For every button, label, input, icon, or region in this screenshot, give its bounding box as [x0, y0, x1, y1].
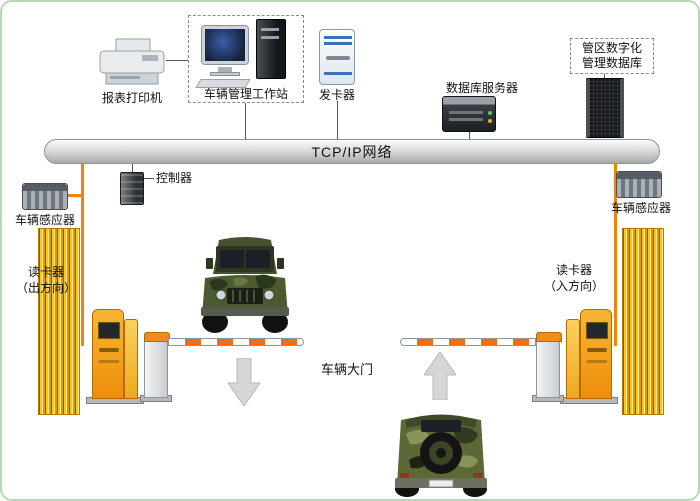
tcpip-network-label: TCP/IP网络 — [311, 143, 393, 160]
exit-barrier-post — [144, 332, 170, 398]
district-db-label-line1: 管区数字化 — [581, 41, 642, 55]
district-db-rack-icon — [586, 78, 624, 138]
vehicle-sensor-right-label: 车辆感应器 — [610, 201, 671, 215]
district-db-label-box: 管区数字化 管理数据库 — [570, 38, 654, 74]
server-bay — [449, 111, 483, 114]
card-reader-entry-label: 读卡器 （入方向） — [538, 262, 610, 294]
connector-line-workstation — [245, 103, 246, 139]
db-server-label: 数据库服务器 — [445, 81, 518, 95]
connector-line-printer — [166, 60, 188, 61]
exit-direction-arrow-down — [227, 357, 261, 407]
server-led-green — [488, 111, 492, 115]
vehicle-sensor-left-label: 车辆感应器 — [14, 213, 75, 227]
entry-direction-arrow-up — [423, 351, 457, 401]
exit-barrier-arm — [168, 338, 304, 346]
outbound-military-jeep — [195, 232, 295, 334]
connector-line-db-server — [469, 132, 470, 139]
printer-graphic — [99, 38, 165, 85]
jeep-rear-graphic — [395, 414, 487, 497]
card-issuer-label: 发卡器 — [318, 88, 355, 102]
inbound-military-jeep — [390, 390, 492, 498]
orange-trunk-left — [81, 164, 84, 346]
card-reader-exit-label: 读卡器 （出方向） — [10, 264, 82, 296]
kiosk-ticket-slot — [99, 360, 119, 363]
server-led-amber — [488, 119, 492, 123]
connector-line-controller-label — [144, 178, 154, 179]
exit-kiosk-side-unit — [124, 319, 138, 399]
monitor-base — [210, 72, 240, 76]
exit-card-reader-kiosk — [92, 309, 124, 399]
database-server-icon — [442, 96, 496, 132]
computer-tower-icon — [256, 19, 286, 79]
connector-line-controller — [132, 164, 133, 172]
entry-card-reader-kiosk — [580, 309, 612, 399]
kiosk-card-slot — [99, 348, 119, 352]
controller-label: 控制器 — [156, 171, 193, 185]
orange-branch-left-sensor — [68, 194, 81, 197]
kiosk-screen — [586, 322, 608, 339]
card-reader-exit-direction: （出方向） — [15, 281, 76, 295]
safety-wall-left — [38, 228, 80, 415]
entry-kiosk-side-unit — [566, 319, 580, 399]
entry-barrier-arm — [400, 338, 536, 346]
orange-trunk-right — [614, 164, 617, 346]
vehicle-sensor-right-icon — [616, 171, 662, 198]
kiosk-card-slot — [587, 348, 607, 352]
safety-wall-right — [622, 228, 664, 415]
monitor-stand — [218, 67, 232, 72]
card-issuer-stripe — [324, 42, 352, 45]
vehicle-gate-label: 车辆大门 — [320, 362, 373, 377]
connector-line-card-issuer — [337, 101, 338, 139]
entry-barrier-post — [536, 332, 562, 398]
monitor-icon — [202, 26, 248, 64]
card-issuer-icon — [319, 29, 355, 85]
workstation-label: 车辆管理工作站 — [203, 87, 288, 101]
server-bay — [449, 118, 483, 121]
tower-drive-slot — [261, 36, 279, 39]
report-printer-icon — [98, 38, 166, 88]
printer-label: 报表打印机 — [101, 91, 162, 105]
card-issuer-stripe — [324, 36, 352, 39]
connector-line-district-label — [604, 74, 605, 78]
card-reader-exit-title: 读卡器 — [27, 265, 64, 279]
card-reader-entry-direction: （入方向） — [543, 279, 604, 293]
down-arrow-icon — [227, 357, 261, 407]
tower-drive-slot — [261, 28, 279, 31]
card-reader-entry-title: 读卡器 — [555, 263, 592, 277]
kiosk-screen — [98, 322, 120, 339]
controller-icon — [120, 172, 144, 205]
district-db-label-line2: 管理数据库 — [581, 56, 642, 70]
tcpip-network-bus: TCP/IP网络 — [44, 139, 660, 164]
kiosk-ticket-slot — [587, 360, 607, 363]
card-issuer-stripe — [324, 72, 352, 75]
jeep-front-graphic — [201, 237, 289, 333]
vehicle-sensor-left-icon — [22, 183, 68, 210]
card-issuer-slot — [326, 56, 350, 60]
